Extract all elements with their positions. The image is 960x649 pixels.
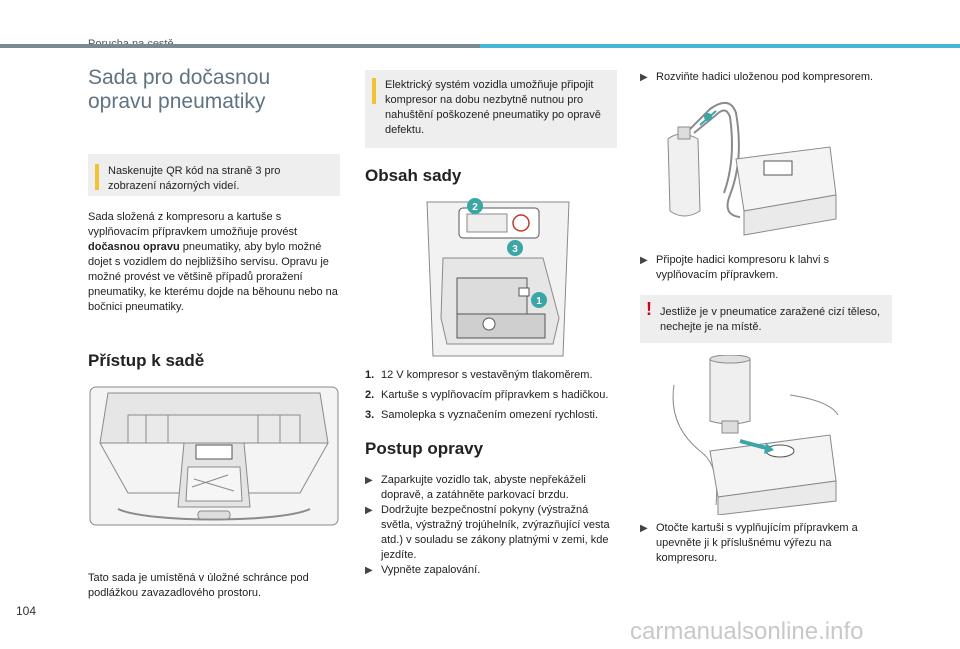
access-heading: Přístup k sadě [88,351,205,370]
page-title-line2: opravu pneumatiky [88,90,266,113]
page-title-line1: Sada pro dočasnou [88,66,271,89]
list-item: ▶Rozviňte hadici uloženou pod kompresore… [640,71,874,83]
step-bullet-icon: ▶ [640,72,648,83]
list-item: ▶Dodržujte bezpečnostní pokyny (výstražn… [365,504,610,561]
cartridge-illustration [670,355,892,515]
list-item: 1.12 V kompresor s vestavěným tlakoměrem… [365,369,593,381]
column-2: Elektrický systém vozidla umožňuje připo… [365,70,617,578]
info-icon [372,78,376,104]
page-title: Sada pro dočasnou opravu pneumatiky [88,66,340,114]
location-text: Tato sada je umístěná v úložné schránce … [88,572,309,599]
hose-illustration [660,99,892,239]
list-item: 2.Kartuše s vyplňovacím přípravkem s had… [365,389,609,401]
step-bullet-icon: ▶ [640,523,648,534]
list-item: ▶Vypněte zapalování. [365,564,481,576]
watermark: carmanualsonline.info [630,618,864,645]
page-number: 104 [16,604,37,618]
column-3: ▶Rozviňte hadici uloženou pod kompresore… [640,70,892,566]
electric-info-box: Elektrický systém vozidla umožňuje připo… [365,70,617,148]
kit-illustration: 2 3 1 [423,198,617,360]
header-bar [0,44,960,48]
list-item: ▶Připojte hadici kompresoru k lahvi s vy… [640,254,830,281]
qr-info-text: Naskenujte QR kód na straně 3 pro zobraz… [108,165,281,192]
column-1: Sada pro dočasnou opravu pneumatiky Nask… [88,60,340,601]
step-bullet-icon: ▶ [365,475,373,486]
step-bullet-icon: ▶ [640,255,648,266]
electric-info-text: Elektrický systém vozidla umožňuje připo… [385,79,601,136]
warning-box: ! Jestliže je v pneumatice zaražené cizí… [640,295,892,343]
intro-bold: dočasnou opravu [88,241,180,253]
contents-heading: Obsah sady [365,166,462,185]
warning-icon: ! [646,299,652,319]
callout-3: 3 [512,244,518,255]
list-item: ▶Zaparkujte vozidlo tak, abyste nepřekáž… [365,474,586,501]
callout-2: 2 [472,202,478,213]
trunk-illustration [88,383,340,531]
info-icon [95,164,99,190]
qr-info-box: Naskenujte QR kód na straně 3 pro zobraz… [88,154,340,196]
list-item: ▶Otočte kartuši s vyplňujícím přípravkem… [640,522,858,564]
warning-text: Jestliže je v pneumatice zaražené cizí t… [660,306,881,333]
list-item: 3.Samolepka s vyznačením omezení rychlos… [365,409,599,421]
repair-heading: Postup opravy [365,439,484,458]
intro-paragraph: Sada složená z kompresoru a kartuše s vy… [88,211,338,313]
callout-1: 1 [536,296,542,307]
step-bullet-icon: ▶ [365,565,373,576]
repair-steps: ▶Zaparkujte vozidlo tak, abyste nepřekáž… [365,473,617,578]
kit-contents-list: 1.12 V kompresor s vestavěným tlakoměrem… [365,368,617,423]
step-bullet-icon: ▶ [365,505,373,516]
